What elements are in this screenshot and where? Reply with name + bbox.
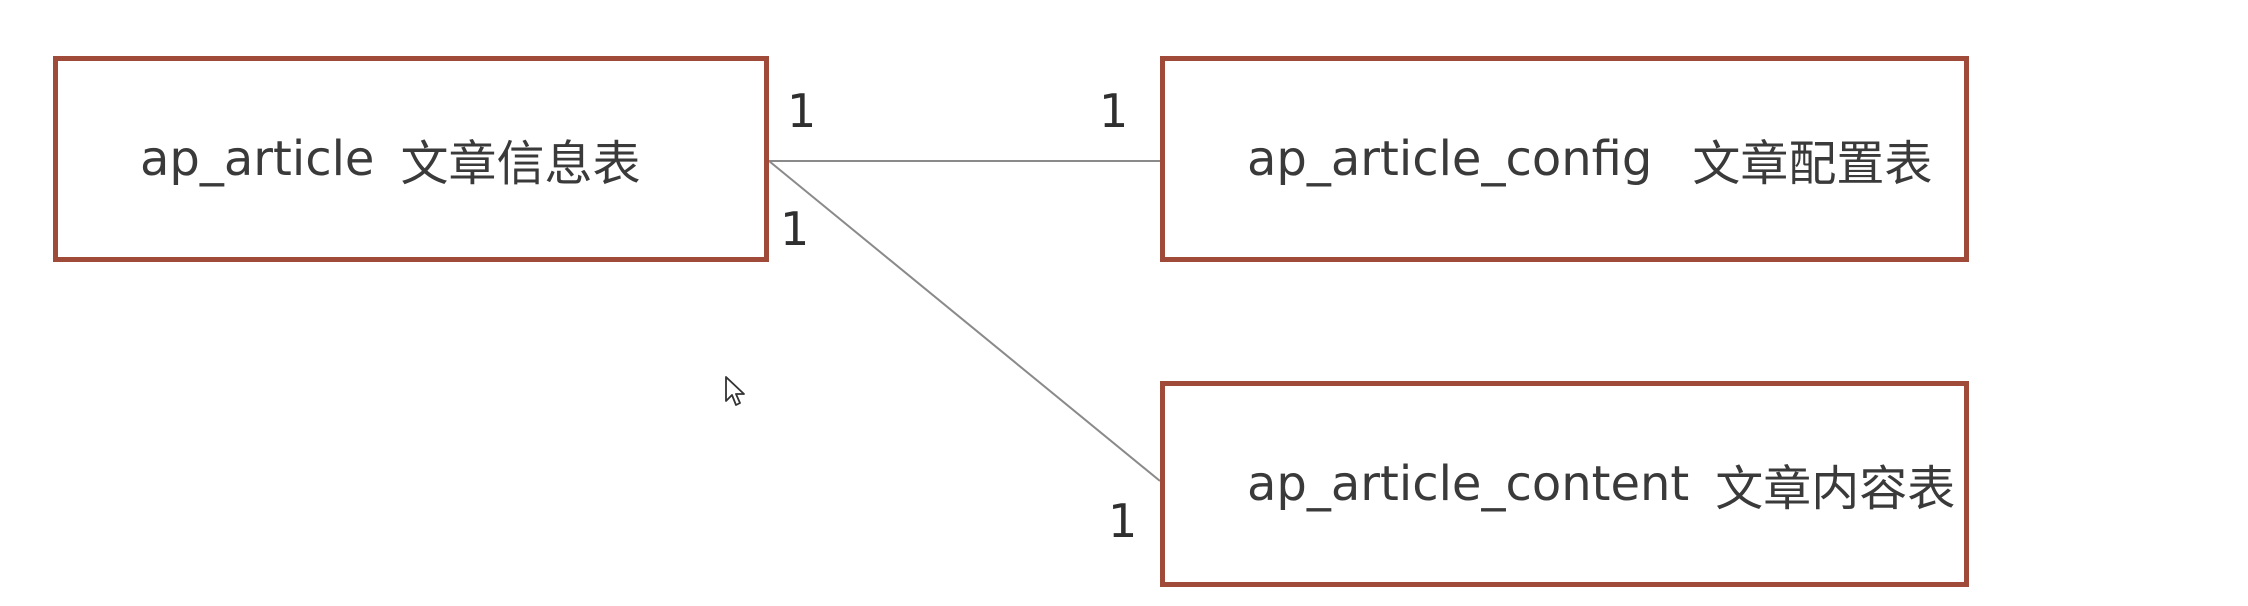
cardinality-label: 1 <box>787 84 817 138</box>
table-box-ap-article-config[interactable]: ap_article_config 文章配置表 <box>1160 56 1969 262</box>
table-box-ap-article-content[interactable]: ap_article_content 文章内容表 <box>1160 381 1969 587</box>
table-box-ap-article[interactable]: ap_article 文章信息表 <box>53 56 769 262</box>
table-name: ap_article_content <box>1247 456 1690 512</box>
table-label: 文章配置表 <box>1692 136 1933 192</box>
table-name: ap_article_config <box>1247 131 1653 187</box>
relation-line-article-content <box>768 160 1161 482</box>
table-label: 文章信息表 <box>400 136 641 192</box>
cardinality-label: 1 <box>1108 494 1138 548</box>
table-name: ap_article <box>140 131 375 187</box>
cardinality-label: 1 <box>780 202 810 256</box>
mouse-pointer-icon <box>725 376 745 406</box>
cardinality-label: 1 <box>1099 84 1129 138</box>
table-label: 文章内容表 <box>1715 461 1956 517</box>
